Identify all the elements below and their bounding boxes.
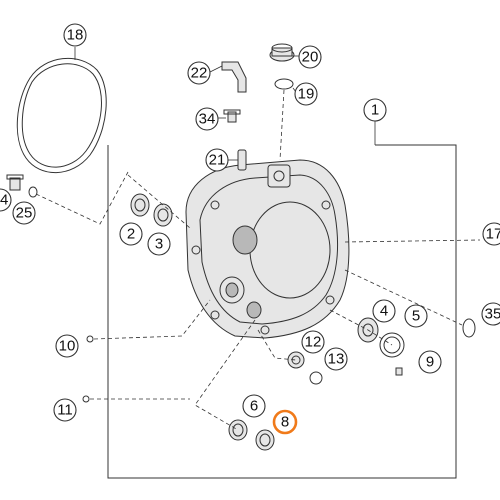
- seal-3: [153, 203, 173, 227]
- filler-cap-20: [269, 43, 295, 62]
- callout-10[interactable]: 10: [55, 334, 79, 358]
- screw-34: [223, 109, 241, 123]
- callout-17[interactable]: 17: [482, 222, 500, 246]
- svg-text:1: 1: [371, 102, 379, 119]
- svg-text:9: 9: [426, 354, 434, 371]
- svg-text:5: 5: [412, 308, 420, 325]
- callout-35[interactable]: 35: [481, 302, 500, 326]
- svg-text:11: 11: [57, 402, 73, 419]
- seal-8: [255, 429, 275, 451]
- callout-11[interactable]: 11: [53, 398, 77, 422]
- dash-17: [344, 239, 481, 243]
- svg-text:12: 12: [305, 334, 322, 351]
- ring-5: [379, 332, 405, 358]
- washer-25: [28, 186, 38, 198]
- callout-20[interactable]: 20: [298, 45, 322, 69]
- oring-35: [462, 318, 476, 338]
- svg-text:8: 8: [281, 414, 289, 431]
- svg-text:22: 22: [191, 65, 208, 82]
- svg-text:2: 2: [127, 226, 135, 243]
- callout-34[interactable]: 34: [195, 107, 219, 131]
- cover-gasket: [16, 57, 107, 174]
- plug-10: [86, 335, 94, 343]
- dash-24: [35, 171, 129, 225]
- oring-19: [274, 78, 294, 90]
- svg-text:3: 3: [155, 236, 163, 253]
- cover-gasket-inner: [21, 63, 102, 168]
- callout-22[interactable]: 22: [187, 61, 211, 85]
- svg-text:24: 24: [0, 192, 8, 209]
- plug-11: [82, 395, 90, 403]
- hose-22: [221, 61, 247, 93]
- screw-24: [6, 174, 24, 191]
- callout-2[interactable]: 2: [119, 222, 143, 246]
- callout-4[interactable]: 4: [372, 299, 396, 323]
- svg-text:35: 35: [485, 306, 500, 323]
- clutch-cover: [185, 159, 350, 339]
- plug-21: [237, 149, 247, 171]
- callout-25[interactable]: 25: [12, 201, 36, 225]
- callout-1[interactable]: 1: [363, 98, 387, 122]
- leader-22: [209, 65, 223, 73]
- svg-text:34: 34: [199, 111, 216, 128]
- svg-text:21: 21: [209, 152, 226, 169]
- callout-8[interactable]: 8: [272, 409, 298, 435]
- svg-text:10: 10: [59, 338, 76, 355]
- callout-13[interactable]: 13: [324, 347, 348, 371]
- svg-text:19: 19: [298, 86, 315, 103]
- ring-13: [309, 371, 323, 385]
- svg-text:20: 20: [302, 49, 319, 66]
- callout-18[interactable]: 18: [63, 23, 87, 47]
- seal-6: [228, 419, 248, 441]
- dash-4-5: [329, 309, 393, 346]
- callout-9[interactable]: 9: [418, 350, 442, 374]
- dash-19: [279, 89, 285, 161]
- screw-9: [395, 367, 403, 376]
- svg-text:18: 18: [67, 27, 84, 44]
- seal-12: [287, 351, 305, 369]
- svg-text:6: 6: [250, 398, 258, 415]
- svg-text:13: 13: [328, 351, 345, 368]
- dash-35: [344, 269, 463, 326]
- callout-6[interactable]: 6: [242, 394, 266, 418]
- callout-3[interactable]: 3: [147, 232, 171, 256]
- callout-5[interactable]: 5: [404, 304, 428, 328]
- svg-text:25: 25: [16, 205, 33, 222]
- svg-text:17: 17: [486, 226, 500, 243]
- callout-12[interactable]: 12: [301, 330, 325, 354]
- callout-21[interactable]: 21: [205, 148, 229, 172]
- callout-19[interactable]: 19: [294, 82, 318, 106]
- callout-24[interactable]: 24: [0, 188, 12, 212]
- svg-text:4: 4: [380, 303, 388, 320]
- seal-2: [130, 193, 150, 217]
- assembly-frame: [107, 144, 457, 479]
- dash-10: [93, 299, 211, 340]
- dash-12: [257, 329, 297, 361]
